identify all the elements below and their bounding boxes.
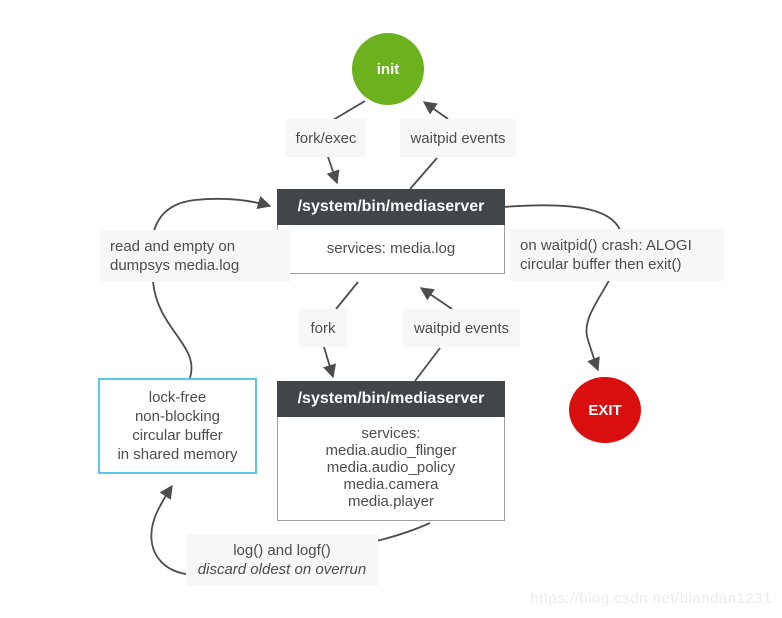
- edge-label-fork-exec-text: fork/exec: [295, 129, 357, 147]
- edge-log-note-to-buffer: [150, 484, 213, 576]
- edge-waitpid-to-init: [422, 101, 449, 120]
- exit-node-label: EXIT: [588, 401, 622, 419]
- edge-box1-to-fork-label: [335, 281, 359, 310]
- note-log-functions-line1: log() and logf(): [233, 542, 331, 559]
- edge-label-fork-text: fork: [310, 319, 336, 337]
- service-line: media.audio_flinger: [325, 442, 457, 459]
- edge-fork-to-box2: [323, 346, 336, 379]
- edge-label-waitpid-events-mid: waitpid events: [403, 309, 520, 347]
- mediaserver-box-2-services: services: media.audio_flinger media.audi…: [278, 417, 504, 520]
- note-read-and-empty-line1: read and empty on: [110, 238, 236, 255]
- buffer-box-line: lock-free: [148, 389, 207, 406]
- edge-label-fork-exec: fork/exec: [286, 119, 366, 157]
- edge-box1-to-waitpid-label: [409, 157, 438, 190]
- mediaserver-box-1-title: /system/bin/mediaserver: [277, 189, 505, 225]
- edge-waitpid2-to-box1: [419, 287, 453, 310]
- note-on-waitpid-crash-line2: circular buffer then exit(): [520, 256, 682, 273]
- init-node-label: init: [376, 60, 400, 78]
- note-log-functions: log() and logf() discard oldest on overr…: [186, 534, 378, 586]
- mediaserver-box-1-services: services: media.log: [326, 240, 456, 257]
- edge-label-fork: fork: [299, 309, 347, 347]
- note-read-and-empty: read and empty on dumpsys media.log: [100, 230, 290, 282]
- circular-buffer-box: lock-free non-blocking circular buffer i…: [98, 378, 257, 474]
- mediaserver-box-1: /system/bin/mediaserver services: media.…: [277, 189, 505, 274]
- mediaserver-box-2: /system/bin/mediaserver services: media.…: [277, 381, 505, 521]
- edge-forkexec-to-box1: [326, 156, 340, 185]
- watermark-url: https://blog.csdn.net/biandan1231: [530, 590, 772, 607]
- edge-init-to-forkexec: [332, 100, 366, 121]
- note-log-functions-line2: discard oldest on overrun: [197, 561, 367, 578]
- edge-label-waitpid-events-mid-text: waitpid events: [413, 319, 510, 337]
- service-line: services:: [361, 425, 421, 442]
- buffer-box-line: circular buffer: [132, 427, 223, 444]
- note-on-waitpid-crash: on waitpid() crash: ALOGI circular buffe…: [510, 229, 724, 281]
- edge-box2-to-waitpid2-label: [414, 347, 441, 382]
- service-line: media.player: [348, 493, 434, 510]
- init-node: init: [352, 33, 424, 105]
- mediaserver-box-2-title: /system/bin/mediaserver: [277, 381, 505, 417]
- service-line: media.audio_policy: [326, 459, 456, 476]
- exit-node: EXIT: [569, 377, 641, 443]
- service-line: media.camera: [343, 476, 439, 493]
- note-on-waitpid-crash-line1: on waitpid() crash: ALOGI: [520, 237, 692, 254]
- note-read-and-empty-line2: dumpsys media.log: [110, 257, 240, 274]
- edge-buffer-to-box1: [150, 196, 272, 379]
- buffer-box-line: in shared memory: [117, 446, 238, 463]
- edge-label-waitpid-events-top-text: waitpid events: [410, 129, 506, 147]
- buffer-box-line: non-blocking: [134, 408, 221, 425]
- edge-label-waitpid-events-top: waitpid events: [400, 119, 516, 157]
